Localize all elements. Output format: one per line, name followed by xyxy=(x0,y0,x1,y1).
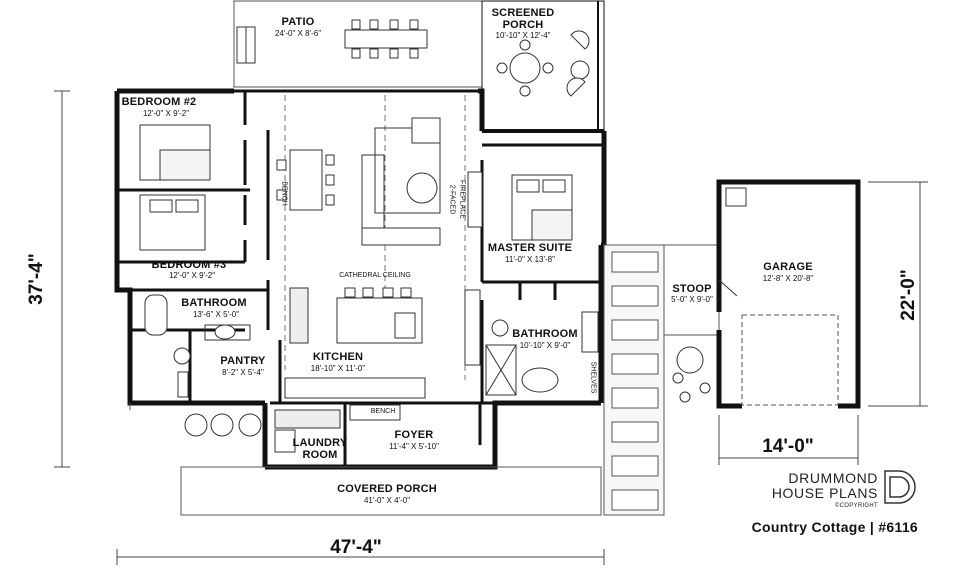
overall-width-dimension: 47'-4" xyxy=(330,537,382,558)
bench-note-left: BENCH xyxy=(280,181,288,206)
covered-porch-outline xyxy=(129,403,602,516)
covered-porch-label: COVERED PORCH xyxy=(337,483,437,495)
stoop-dims: 5'-0" X 9'-0" xyxy=(671,295,713,304)
interior-walls xyxy=(117,91,604,467)
bathroom-fixtures-left xyxy=(144,294,251,398)
covered-porch-dims: 41'-0" X 4'-0" xyxy=(363,496,411,505)
shelves-note: SHELVES xyxy=(589,361,597,394)
screened-porch-label-2: PORCH xyxy=(502,19,544,31)
garage-walls xyxy=(716,179,861,409)
fireplace-note-1: 2-FACED xyxy=(448,184,456,215)
pantry-label: PANTRY xyxy=(220,355,266,367)
brand-line-1: DRUMMOND xyxy=(788,470,878,486)
bedroom3-dims: 12'-0" X 9'-2" xyxy=(168,271,216,280)
kitchen-dims: 18'-10" X 11'-0" xyxy=(310,364,366,373)
master-suite-dims: 11'-0" X 13'-8" xyxy=(505,255,555,264)
walkway-pavers xyxy=(603,244,665,516)
bedroom3-label: BEDROOM #3 xyxy=(151,259,227,271)
laundry-label-1: LAUNDRY xyxy=(292,437,348,449)
bathroom-left-label: BATHROOM xyxy=(181,297,247,309)
dimension-lines xyxy=(54,90,928,565)
plan-caption: Country Cottage | #6116 xyxy=(751,519,918,535)
brand-line-2: HOUSE PLANS xyxy=(771,485,878,501)
dining-table-icon xyxy=(276,149,335,211)
patio-dims: 24'-0" X 8'-6" xyxy=(274,29,322,38)
porch-table-icon xyxy=(496,30,590,97)
foyer-dims: 11'-4" X 5'-10" xyxy=(389,442,439,451)
patio-label: PATIO xyxy=(281,16,315,28)
bed-icons xyxy=(139,124,573,251)
bedroom2-dims: 12'-0" X 9'-2" xyxy=(142,109,190,118)
screened-porch-dims: 10'-10" X 12'-4" xyxy=(495,31,551,40)
porch-chairs-icon xyxy=(184,413,262,437)
patio-table-icon xyxy=(236,19,428,64)
garage-label: GARAGE xyxy=(763,261,813,273)
kitchen-island-icon xyxy=(284,287,481,399)
bathroom-left-dims: 13'-6" X 5'-0" xyxy=(192,310,240,319)
bathroom-fixtures-master xyxy=(485,311,599,396)
pantry-dims: 8'-2" X 5'-4" xyxy=(222,368,264,377)
bench-note-foyer: BENCH xyxy=(370,408,396,415)
garage-depth-dimension: 22'-0" xyxy=(898,269,919,321)
brand-copyright: ©COPYRIGHT xyxy=(834,503,878,509)
living-room-furniture xyxy=(361,117,483,246)
bathroom-master-label: BATHROOM xyxy=(512,328,578,340)
fireplace-note-2: FIREPLACE xyxy=(458,180,466,219)
shrubs-icon xyxy=(672,346,711,403)
overall-depth-dimension: 37'-4" xyxy=(26,253,47,305)
bathroom-master-dims: 10'-10" X 9'-0" xyxy=(519,341,571,350)
laundry-label-2: ROOM xyxy=(302,449,338,461)
cathedral-ceiling-note: CATHEDRAL CEILING xyxy=(339,272,411,279)
garage-dims: 12'-8" X 20'-8" xyxy=(762,274,814,283)
bedroom2-label: BEDROOM #2 xyxy=(121,96,197,108)
drummond-logo-icon xyxy=(884,470,916,504)
stoop-label: STOOP xyxy=(672,283,712,295)
foyer-label: FOYER xyxy=(394,429,434,441)
garage-width-dimension: 14'-0" xyxy=(762,436,814,457)
screened-porch-outline xyxy=(481,0,605,133)
kitchen-label: KITCHEN xyxy=(312,351,364,363)
garage-door-outline xyxy=(718,187,839,406)
screened-porch-label-1: SCREENED xyxy=(491,7,555,19)
master-suite-label: MASTER SUITE xyxy=(487,242,573,254)
laundry-fixtures xyxy=(274,404,401,453)
